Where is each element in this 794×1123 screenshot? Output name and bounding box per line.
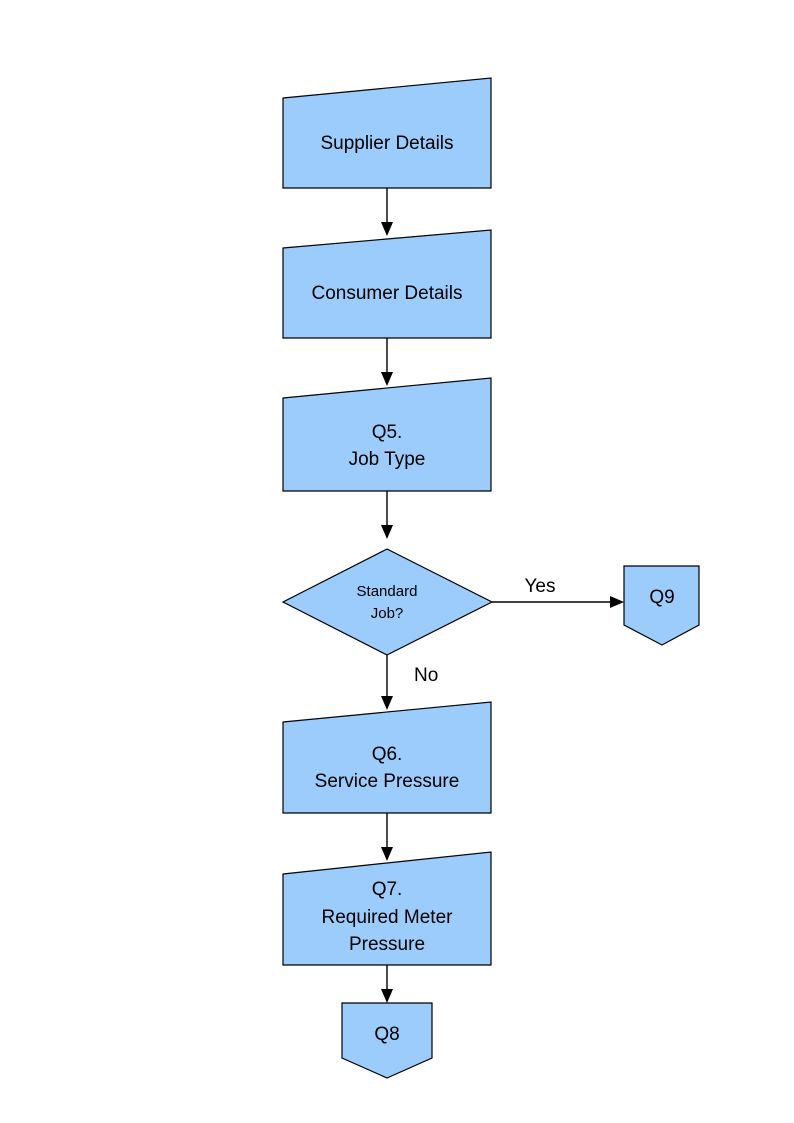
edge-decision-to-q9-yes: Yes (492, 576, 624, 608)
arrowhead-icon (381, 696, 393, 710)
node-q9-connector[interactable]: Q9 (623, 565, 700, 646)
node-q6-service-pressure[interactable]: Q6. Service Pressure (282, 701, 492, 814)
pentagon-down-shape (623, 565, 700, 646)
node-label-q6-line2: Service Pressure (315, 771, 460, 792)
node-label-q7-line3: Pressure (349, 934, 425, 955)
edge-q5-to-decision (381, 491, 393, 539)
node-q7-required-meter-pressure[interactable]: Q7. Required Meter Pressure (282, 851, 492, 966)
node-q8-connector[interactable]: Q8 (341, 1002, 433, 1079)
node-label-decision-line1: Standard (357, 583, 418, 600)
arrowhead-icon (381, 525, 393, 539)
node-label-q7-line1: Q7. (372, 879, 403, 900)
node-standard-job-decision[interactable]: Standard Job? (281, 548, 494, 656)
pentagon-down-shape (341, 1002, 433, 1079)
node-consumer-details[interactable]: Consumer Details (282, 229, 492, 339)
node-label-supplier-details: Supplier Details (320, 133, 453, 154)
edge-consumer-to-q5 (381, 338, 393, 386)
node-label-decision-line2: Job? (371, 605, 404, 622)
node-label-q6-line1: Q6. (372, 744, 403, 765)
edge-decision-to-q6-no: No (381, 655, 438, 710)
node-label-q8: Q8 (374, 1024, 399, 1045)
node-label-q9: Q9 (649, 587, 674, 608)
arrowhead-icon (381, 222, 393, 236)
arrowhead-icon (381, 847, 393, 861)
slant-top-box-shape (282, 701, 492, 814)
slant-top-box-shape (282, 77, 492, 189)
arrowhead-icon (610, 596, 624, 608)
diamond-shape (281, 548, 494, 656)
node-label-q5-line1: Q5. (372, 422, 403, 443)
node-supplier-details[interactable]: Supplier Details (282, 77, 492, 189)
edge-label-no: No (414, 665, 438, 686)
edge-q7-to-q8 (381, 965, 393, 1003)
edge-label-yes: Yes (525, 576, 556, 597)
node-label-q7-line2: Required Meter (322, 907, 454, 928)
slant-top-box-shape (282, 377, 492, 492)
node-q5-job-type[interactable]: Q5. Job Type (282, 377, 492, 492)
arrowhead-icon (381, 372, 393, 386)
edge-supplier-to-consumer (381, 188, 393, 236)
arrowhead-icon (381, 989, 393, 1003)
edge-q6-to-q7 (381, 813, 393, 861)
slant-top-box-shape (282, 229, 492, 339)
slant-top-box-shape (282, 851, 492, 966)
node-label-consumer-details: Consumer Details (312, 283, 463, 304)
node-label-q5-line2: Job Type (349, 449, 426, 470)
